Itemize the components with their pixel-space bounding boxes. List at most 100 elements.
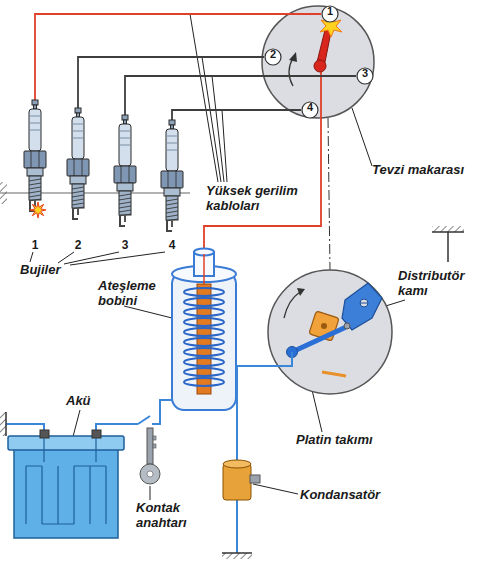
part-label: Distributör kamı [398, 268, 483, 298]
battery [26, 466, 106, 524]
leader-line [352, 108, 372, 166]
spark-plug-drawing [72, 124, 84, 125]
spark-plug-drawing [72, 199, 84, 201]
spark-plug-drawing [29, 187, 41, 189]
cap-terminal: 4 [301, 101, 319, 119]
ignition-coil [184, 348, 224, 356]
rotation-arrow [284, 288, 305, 318]
leader-line [58, 252, 74, 263]
spark-plug-drawing [110, 115, 140, 233]
terminal-number: 1 [321, 5, 339, 23]
spark-plug-drawing [27, 168, 43, 176]
battery [44, 438, 96, 462]
spark-plug-drawing [31, 151, 32, 168]
breaker-plate [342, 283, 382, 330]
distributor-cam [321, 323, 327, 329]
distributor-axis [328, 118, 330, 270]
spark-plug-drawing [73, 208, 78, 219]
leader-line [190, 14, 218, 182]
ignition-key [140, 428, 160, 484]
spark-plug-drawing [166, 136, 178, 137]
breaker-arm [287, 323, 351, 376]
terminal-number: 4 [301, 101, 319, 119]
low-voltage-wire [236, 352, 292, 366]
ignition-key [153, 444, 156, 448]
ignition-coil [172, 249, 236, 411]
ground-symbol [222, 552, 252, 554]
spark-plug-drawing [129, 166, 130, 183]
spark-plug-drawing [29, 176, 41, 200]
ignition-coil [184, 358, 224, 366]
spark-plug: 4 [157, 120, 187, 252]
cap-terminal: 1 [321, 5, 339, 23]
spark-plug-drawing [72, 138, 84, 139]
ignition-key [140, 464, 160, 484]
ignition-coil [184, 378, 224, 386]
ignition-key [147, 428, 153, 464]
battery [92, 430, 101, 438]
cap-terminal: 3 [356, 67, 374, 85]
breaker-arm [344, 323, 350, 329]
spark-plug-drawing [75, 108, 81, 113]
battery [8, 430, 124, 538]
spark-plug-drawing [63, 108, 93, 226]
spark-plug-drawing [119, 206, 131, 208]
ground-symbol [447, 232, 449, 262]
spark-plug-drawing [119, 202, 131, 204]
ignition-coil [184, 288, 224, 296]
leader-line [150, 486, 151, 500]
ignition-coil [184, 338, 224, 346]
rotation-arrow [289, 52, 297, 86]
spark-plug-drawing [72, 131, 84, 132]
low-voltage-wire [152, 400, 172, 424]
spark-plug: 2 [63, 108, 93, 252]
battery [26, 466, 106, 524]
part-label: Akü [66, 393, 106, 408]
leader-line [222, 110, 227, 182]
battery [40, 430, 49, 438]
part-label: Kondansatör [300, 487, 410, 502]
spark-plug-drawing [72, 187, 84, 189]
plug-number: 4 [151, 238, 193, 252]
battery [14, 446, 118, 538]
connector-group [35, 14, 356, 120]
battery [8, 436, 124, 450]
spark-plug-drawing [166, 143, 178, 144]
ignition-coil [184, 368, 224, 376]
spark-plug-drawing [74, 159, 75, 176]
spark-plug-drawing [166, 211, 178, 213]
spark-plug-drawing [72, 195, 84, 197]
hv-cable [172, 110, 301, 120]
spark-plug-drawing [119, 124, 131, 166]
condenser [223, 464, 251, 500]
spark-plug-drawing [166, 199, 178, 201]
spark-plug-drawing [114, 166, 136, 183]
spark-plug-drawing [171, 125, 174, 129]
spark-plug-drawing [119, 210, 131, 212]
leader-line [70, 252, 165, 265]
rotor-arm [314, 60, 326, 72]
spark-plug-drawing [29, 116, 41, 117]
ignition-key [153, 436, 156, 440]
distributor-axis [328, 118, 330, 270]
part-label: Yüksek gerilim kabloları [206, 183, 321, 213]
spark-plug-drawing [29, 183, 41, 185]
spark-plug-drawing [166, 129, 178, 171]
breaker-plate [360, 299, 368, 307]
spark-plug-drawing [77, 113, 80, 117]
breaker-arm [292, 328, 344, 352]
spark-plug-drawing [167, 220, 172, 231]
spark-plug-drawing [82, 159, 83, 176]
low-voltage-wire [6, 424, 44, 430]
distributor-cap [262, 6, 374, 118]
spark-plug-drawing [77, 208, 79, 215]
spark-plug-drawing [24, 151, 46, 168]
ground-symbol [432, 226, 464, 232]
spark-plug-drawing [164, 188, 180, 196]
terminal-number: 3 [356, 67, 374, 85]
spark-plug-drawing [30, 202, 46, 218]
spark-plug-drawing [117, 183, 133, 191]
plug-number: 1 [14, 238, 56, 252]
rotation-arrow [297, 288, 305, 296]
